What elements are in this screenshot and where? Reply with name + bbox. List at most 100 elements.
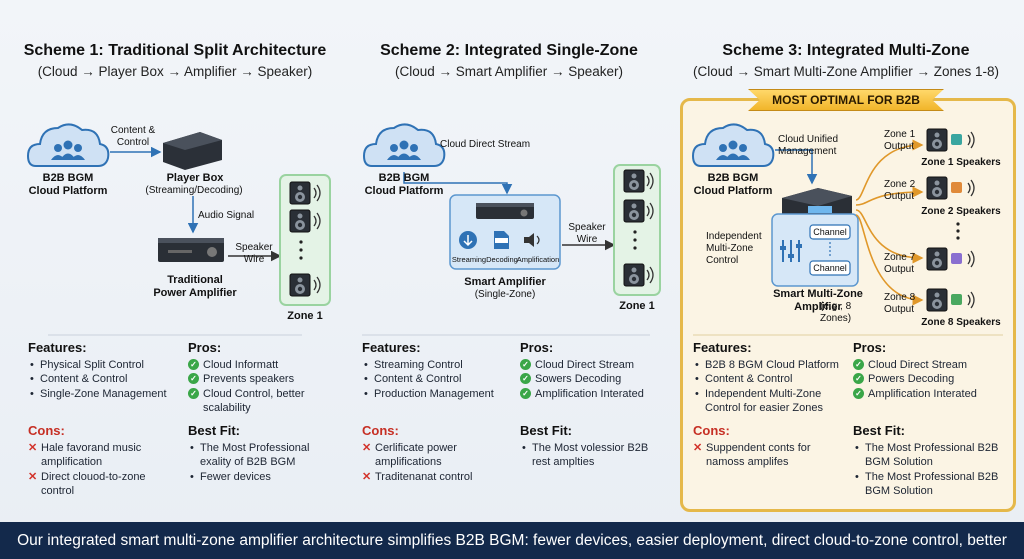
channel-box-1: [809, 224, 851, 240]
pro-item: Cloud Informatt: [188, 358, 328, 373]
feature-item: Independent Multi-Zone Control for easie…: [693, 387, 843, 416]
cloud-download-icon: [459, 231, 477, 249]
speaker-icon: [623, 169, 645, 193]
pro-item: Powers Decoding: [853, 372, 1003, 387]
zone8-music-icon: [951, 294, 962, 305]
scheme1-title: Scheme 1: Traditional Split Architecture: [23, 42, 327, 59]
zone8-output-label: Zone 8 Output: [884, 292, 916, 315]
smart-amplifier-icon: [476, 203, 534, 219]
ellipsis-dot: [299, 256, 303, 260]
audio-signal-label: Audio Signal: [198, 210, 255, 221]
con-item: Cerlificate power amplifications: [362, 441, 502, 470]
player-box-sublabel: (Streaming/Decoding): [145, 185, 243, 196]
channel-2-label: Channel: [813, 263, 847, 273]
scheme1-wire-label: Speaker Wire: [235, 242, 273, 265]
pro-item: Amplification Interated: [520, 387, 660, 402]
amplification-label: Amplification: [516, 255, 560, 264]
bestfit-item: Fewer devices: [188, 470, 328, 485]
pro-item: Cloud Direct Stream: [520, 358, 660, 373]
sound-waves-icon: [967, 131, 975, 149]
smart-amplifier-sublabel: (Single-Zone): [474, 289, 536, 300]
zone8-speaker-icon: [926, 288, 948, 312]
speaker-icon: [623, 263, 645, 287]
pros-heading: Pros:: [853, 340, 887, 355]
bestfit-heading: Best Fit:: [853, 423, 905, 438]
multizone-amplifier-label: Smart Multi-Zone Amplifier: [773, 288, 863, 313]
cloud-unified-label: Cloud Unified Management: [778, 134, 839, 157]
scheme3-cloud-label: B2B BGM Cloud Platform: [693, 172, 773, 197]
channel-box-2: [809, 260, 851, 276]
scheme2-pros: Pros: Cloud Direct Stream Sowers Decodin…: [520, 340, 660, 402]
ellipsis-dot: [299, 240, 303, 244]
scheme2-cloud-label: B2B BGM Cloud Platform: [364, 172, 444, 197]
feature-item: Content & Control: [28, 372, 178, 387]
zone2-speakers-label: Zone 2 Speakers: [921, 206, 1001, 217]
ellipsis-dot: [956, 222, 960, 226]
scheme1-features: Features: Physical Split Control Content…: [28, 340, 178, 402]
zone7-speaker-icon: [926, 247, 948, 271]
scheme1-bestfit: Best Fit: The Most Professional exality …: [188, 423, 328, 485]
ellipsis-dot: [633, 230, 637, 234]
pros-heading: Pros:: [188, 340, 222, 355]
zone1-output-label: Zone 1 Output: [884, 129, 916, 152]
con-item: Direct clouod-to-zone control: [28, 470, 168, 499]
zone2-output-label: Zone 2 Output: [884, 179, 916, 202]
scheme3-title: Scheme 3: Integrated Multi-Zone: [722, 42, 970, 59]
feature-item: Physical Split Control: [28, 358, 178, 373]
streaming-label: Streaming: [451, 255, 487, 264]
scheme3-pros: Pros: Cloud Direct Stream Powers Decodin…: [853, 340, 1003, 402]
feature-item: Content & Control: [362, 372, 512, 387]
scheme1-zone-box: [279, 174, 331, 306]
player-box-label: Player Box: [166, 172, 224, 184]
zone7-output-line: [855, 209, 924, 264]
scheme2-cloud-icon: [363, 123, 446, 167]
feature-item: Content & Control: [693, 372, 843, 387]
scheme1-column: Scheme 1: Traditional Split Architecture…: [0, 0, 350, 522]
scheme1-pros: Pros: Cloud Informatt Prevents speakers …: [188, 340, 328, 416]
con-item: Traditenanat control: [362, 470, 502, 485]
ellipsis-dot: [956, 229, 960, 233]
pro-item: Amplification Interated: [853, 387, 1003, 402]
feature-item: B2B 8 BGM Cloud Platform: [693, 358, 843, 373]
ellipsis-dot: [633, 246, 637, 250]
cons-heading: Cons:: [693, 423, 730, 438]
speaker-icon: [289, 209, 311, 233]
scheme1-cons: Cons: Hale favorand music amplification …: [28, 423, 168, 499]
scheme1-cloud-icon: [27, 123, 110, 167]
bestfit-heading: Best Fit:: [188, 423, 240, 438]
independent-control-label: Independent Multi-Zone Control: [706, 231, 762, 266]
scheme2-stream-arrow: [403, 172, 513, 195]
feature-item: Single-Zone Management: [28, 387, 178, 402]
scheme3-cloud-icon: [692, 123, 775, 167]
cons-heading: Cons:: [362, 423, 399, 438]
smart-amplifier-label: Smart Amplifier: [464, 276, 546, 288]
pro-item: Sowers Decoding: [520, 372, 660, 387]
scheme1-cloud-label: B2B BGM Cloud Platform: [28, 172, 108, 197]
speaker-icon: [623, 199, 645, 223]
features-heading: Features:: [28, 340, 87, 355]
ellipsis-dot: [956, 236, 960, 240]
feature-item: Production Management: [362, 387, 512, 402]
scheme2-zone-label: Zone 1: [619, 300, 655, 312]
zone1-music-icon: [951, 134, 962, 145]
bestfit-heading: Best Fit:: [520, 423, 572, 438]
scheme3-managed-arrow: [775, 149, 818, 185]
pro-item: Cloud Direct Stream: [853, 358, 1003, 373]
feature-item: Streaming Control: [362, 358, 512, 373]
zone8-output-line: [855, 214, 924, 306]
scheme1-amplifier-label: Traditional Power Amplifier: [153, 274, 237, 299]
scheme3-subtitle: (Cloud → Smart Multi-Zone Amplifier → Zo…: [692, 64, 1000, 79]
features-heading: Features:: [362, 340, 421, 355]
speaker-icon: [289, 181, 311, 205]
con-item: Suppendent conts for namoss amplifes: [693, 441, 833, 470]
scheme2-column: Scheme 2: Integrated Single-Zone (Cloud …: [350, 0, 668, 522]
power-amplifier-icon: [158, 238, 224, 262]
scheme3-bestfit: Best Fit: The Most Professional B2B BGM …: [853, 423, 1003, 499]
pros-heading: Pros:: [520, 340, 554, 355]
scheme3-column: Scheme 3: Integrated Multi-Zone (Cloud →…: [668, 0, 1024, 522]
bestfit-item: The Most Professional B2B BGM Solution: [853, 470, 1003, 499]
footer-banner: Our integrated smart multi-zone amplifie…: [0, 522, 1024, 559]
scheme2-wire-label: Speaker Wire: [568, 222, 606, 245]
zone2-output-line: [855, 186, 924, 206]
